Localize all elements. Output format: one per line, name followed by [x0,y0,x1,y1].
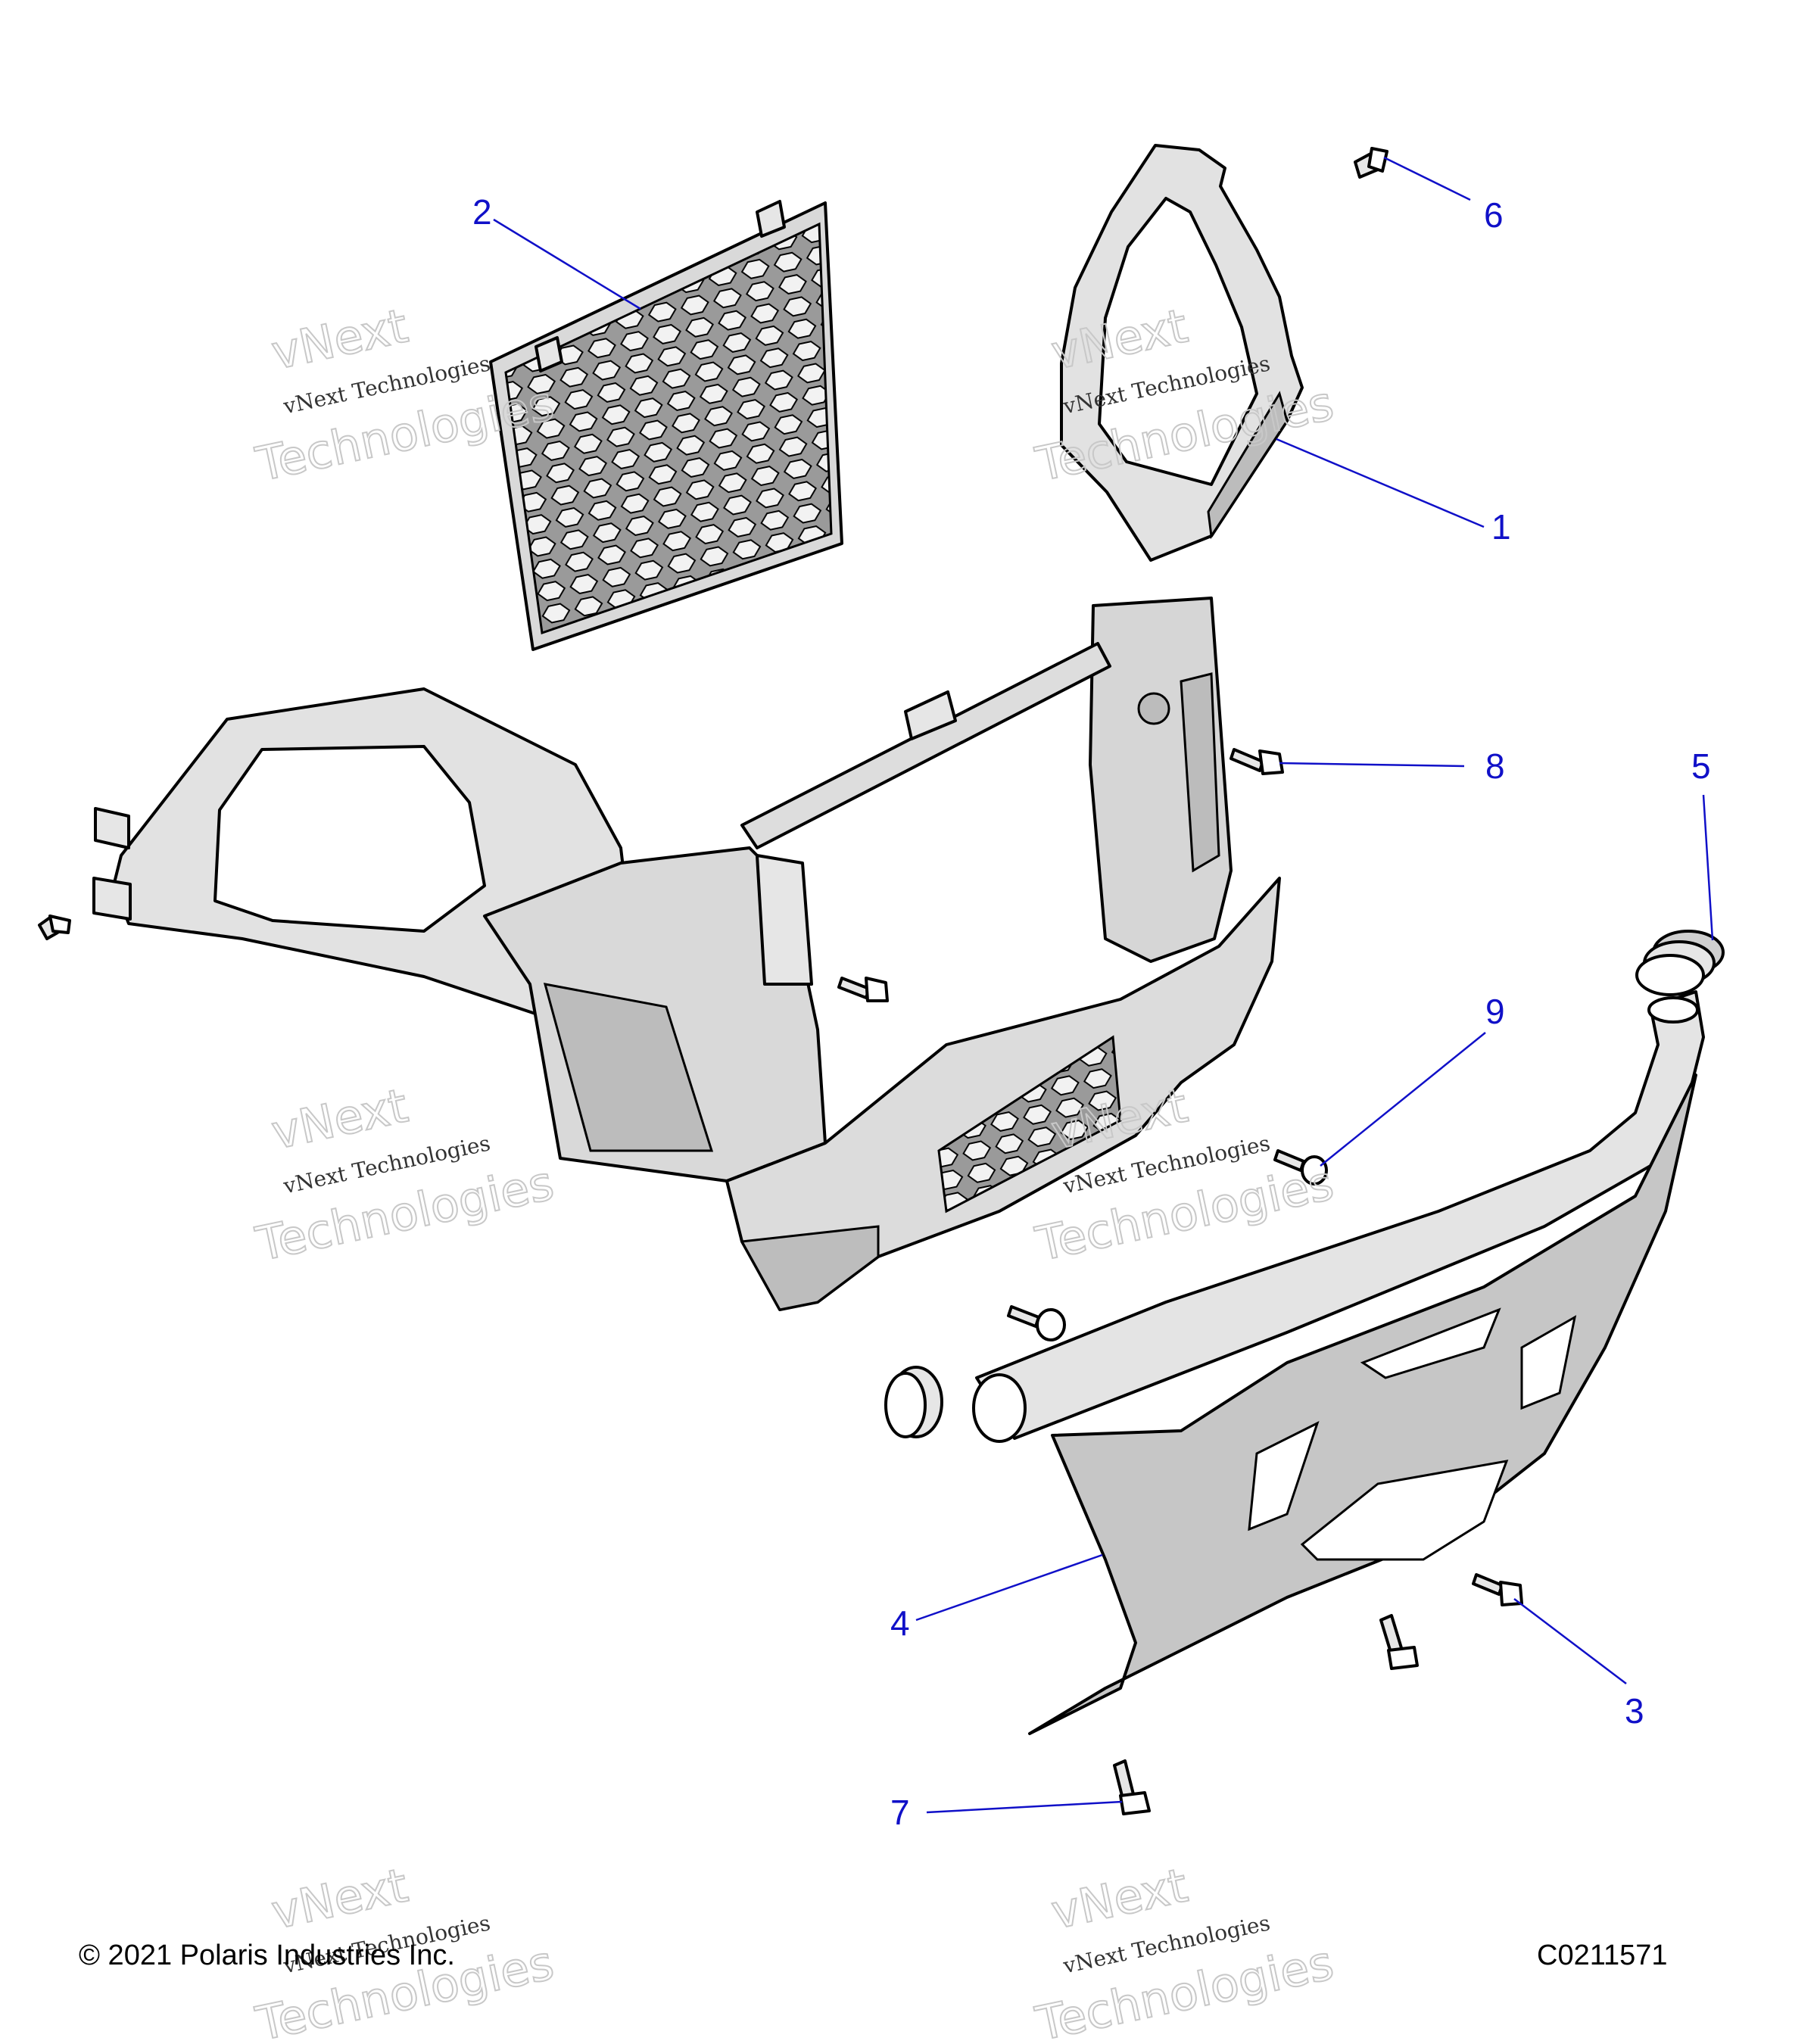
push-rivet-left [38,915,71,940]
watermark-vnext: vNext [266,298,412,381]
bolt-skid [1379,1614,1419,1670]
callout-7: 7 [890,1793,910,1832]
callout-labels: 1 2 3 4 5 6 7 8 9 [472,192,1711,1832]
watermark-vnext: vNext [266,1858,412,1940]
leader-8 [1279,762,1465,768]
leader-5 [1702,794,1714,941]
bolt-3 [1472,1573,1523,1606]
callout-6: 6 [1484,195,1504,235]
leader-7 [926,1800,1123,1814]
leader-1 [1276,438,1485,528]
bolt-inner [837,977,889,1002]
watermark-group-3: vNext vNext Technologies Technologies [251,1077,559,1273]
callout-5: 5 [1691,746,1711,786]
push-rivet-6 [1354,147,1388,179]
watermark-vnext: vNext [1046,1858,1192,1940]
watermark-group-5: vNext vNext Technologies Technologies [251,1857,559,2044]
screw-9 [1273,1149,1328,1186]
leader-2 [493,218,641,310]
bolt-7 [1113,1759,1151,1815]
leader-lines [493,156,1714,1814]
copyright-notice: © 2021 Polaris Industries Inc. [79,1940,455,1971]
front-fascia-part [92,144,1304,1311]
watermark-vnext: vNext [266,1078,412,1161]
bolt-8 [1230,748,1284,775]
callout-2: 2 [472,192,492,232]
tube-end-plug-left [884,1366,943,1438]
leader-3 [1513,1598,1627,1684]
leader-4 [915,1553,1103,1622]
front-bumper-bar-part [972,990,1705,1735]
watermark-group-6: vNext vNext Technologies Technologies [1030,1857,1339,2044]
screw-lower [1007,1305,1066,1341]
drawing-number: C0211571 [1537,1940,1668,1971]
callout-3: 3 [1625,1691,1644,1731]
leader-6 [1383,156,1471,201]
callout-4: 4 [890,1603,910,1643]
grille-mesh-part [489,200,843,651]
tube-end-plug-part [1635,930,1725,996]
callout-8: 8 [1485,746,1505,786]
leader-9 [1320,1032,1486,1167]
callout-1: 1 [1491,507,1511,547]
callout-9: 9 [1485,992,1505,1031]
